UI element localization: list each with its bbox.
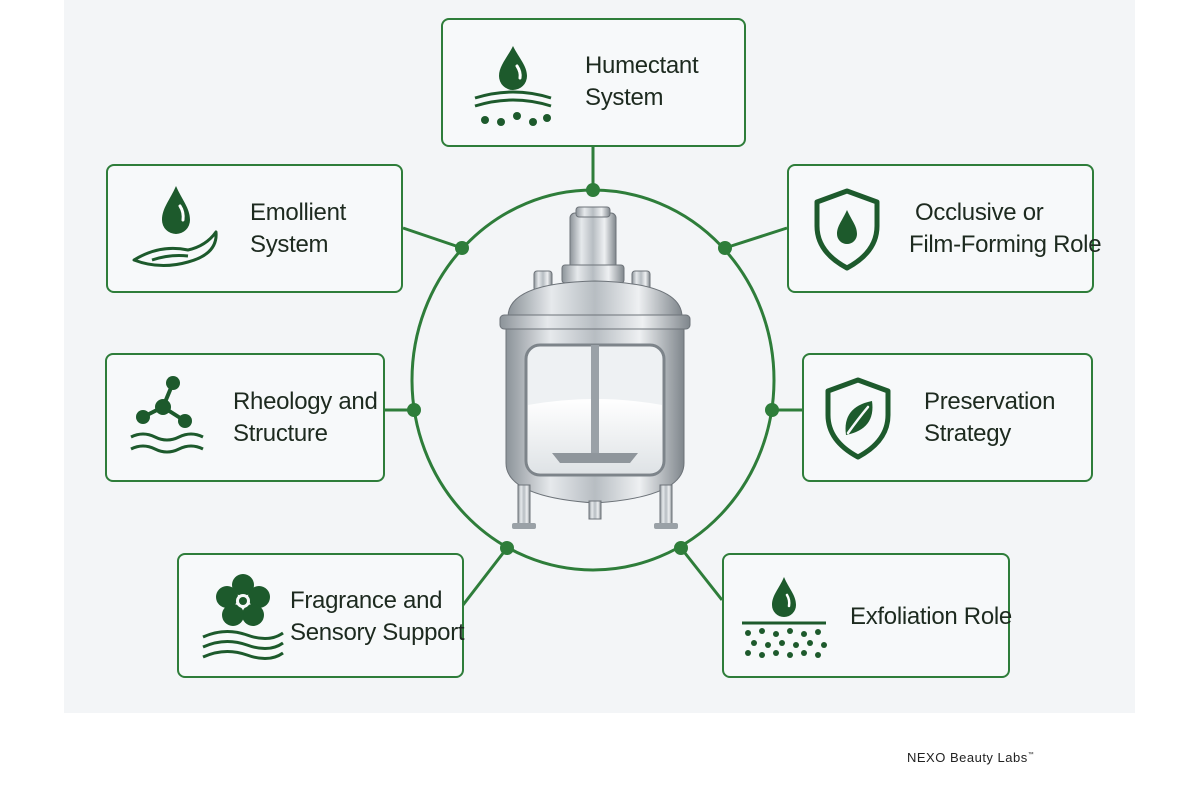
node-dot-exfoliation (674, 541, 688, 555)
droplet-layers-icon (474, 46, 552, 126)
node-label-humectant: Humectant System (585, 50, 699, 114)
flower-waves-icon (202, 574, 284, 660)
node-dot-preservation (765, 403, 779, 417)
node-label-occlusive: Occlusive or Film-Forming Role (909, 197, 1102, 261)
droplet-particles-icon (742, 577, 827, 658)
connector-occlusive (724, 226, 788, 250)
node-dot-occlusive (718, 241, 732, 255)
node-dot-rheology (407, 403, 421, 417)
node-dot-fragrance (500, 541, 514, 555)
connector-fragrance (461, 547, 509, 606)
node-label-exfoliation: Exfoliation Role (850, 601, 1012, 633)
node-label-line: Rheology and (233, 388, 378, 415)
node-label-fragrance: Fragrance and Sensory Support (290, 585, 465, 649)
node-label-line: Humectant (585, 52, 699, 79)
node-card-rheology: Rheology and Structure (105, 353, 385, 482)
node-label-line: Strategy (924, 420, 1011, 447)
node-label-line: Structure (233, 420, 328, 447)
node-label-line: Fragrance and (290, 587, 443, 614)
mixing-vessel-illustration (499, 206, 691, 529)
node-label-line: Emollient (250, 199, 347, 226)
node-label-rheology: Rheology and Structure (233, 386, 378, 450)
node-card-preservation: Preservation Strategy (802, 353, 1093, 482)
node-label-line: System (250, 231, 329, 258)
shield-droplet-icon (814, 188, 880, 271)
node-label-line: Sensory Support (290, 619, 465, 646)
connector-emollient (402, 226, 463, 250)
node-card-fragrance: Fragrance and Sensory Support (177, 553, 465, 678)
node-label-line: Film-Forming Role (909, 231, 1102, 258)
brand-name: NEXO Beauty Labs (907, 750, 1028, 765)
shield-leaf-icon (825, 377, 891, 460)
node-card-emollient: Emollient System (106, 164, 403, 293)
droplet-hand-icon (132, 186, 218, 267)
node-card-occlusive: Occlusive or Film-Forming Role (787, 164, 1102, 293)
molecule-waves-icon (130, 376, 204, 454)
node-label-line: Exfoliation Role (850, 603, 1012, 630)
node-card-exfoliation: Exfoliation Role (722, 553, 1012, 678)
node-dot-humectant (586, 183, 600, 197)
trademark-mark: ™ (1027, 752, 1035, 758)
node-dot-emollient (455, 241, 469, 255)
brand-wordmark: NEXO Beauty Labs™ (907, 750, 1034, 765)
node-label-emollient: Emollient System (250, 197, 346, 261)
node-label-line: Preservation (924, 388, 1056, 415)
node-label-line: System (585, 84, 664, 111)
connector-exfoliation (679, 547, 724, 601)
node-label-line: Occlusive or (915, 199, 1044, 226)
node-label-preservation: Preservation Strategy (924, 386, 1055, 450)
node-card-humectant: Humectant System (441, 18, 746, 147)
